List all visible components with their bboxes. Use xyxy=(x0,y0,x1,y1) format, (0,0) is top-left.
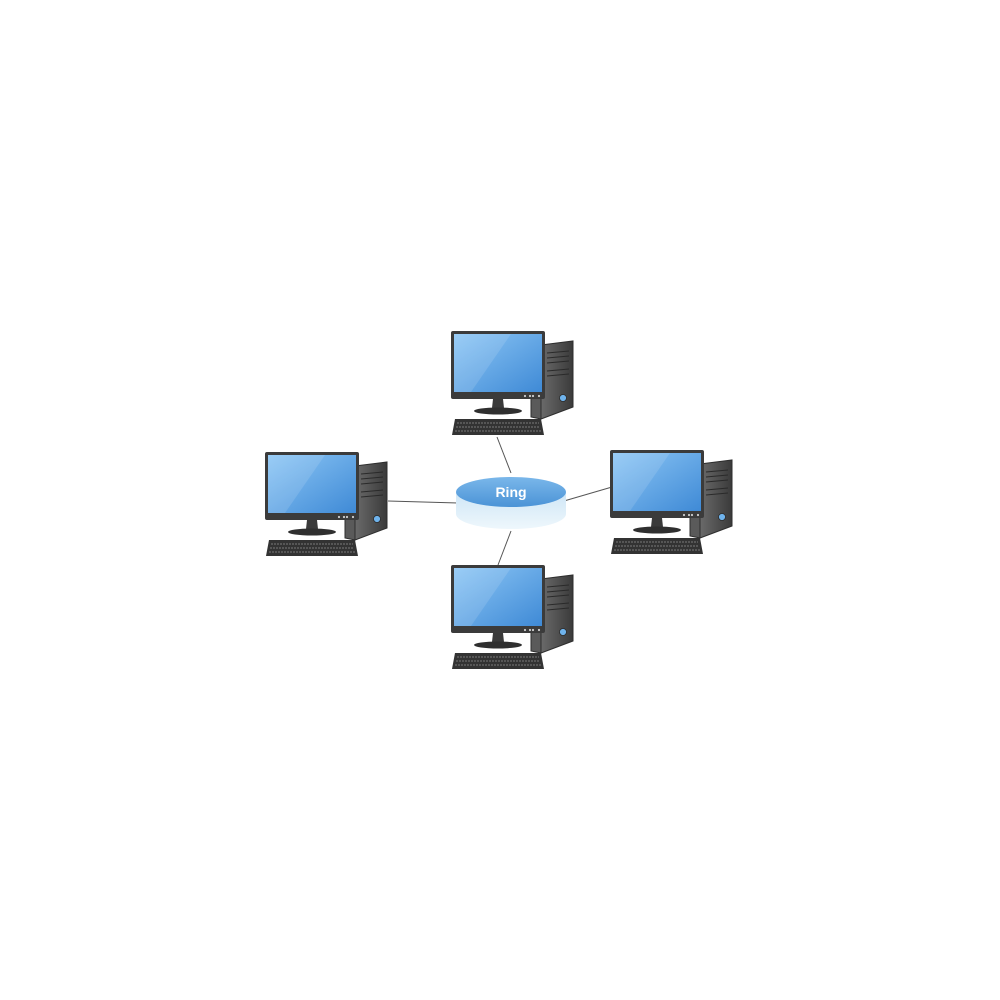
computer-right-desktop-computer-icon[interactable] xyxy=(609,449,733,555)
link-right xyxy=(563,486,613,502)
computer-left-desktop-computer-icon[interactable] xyxy=(264,451,388,557)
link-left xyxy=(387,500,459,504)
computer-bottom-desktop-computer-icon[interactable] xyxy=(450,564,574,670)
ring-hub-icon[interactable]: Ring xyxy=(456,477,566,529)
computer-top-desktop-computer-icon[interactable] xyxy=(450,330,574,436)
hub-label: Ring xyxy=(495,484,526,500)
link-bottom xyxy=(497,530,512,566)
link-top xyxy=(496,436,512,474)
